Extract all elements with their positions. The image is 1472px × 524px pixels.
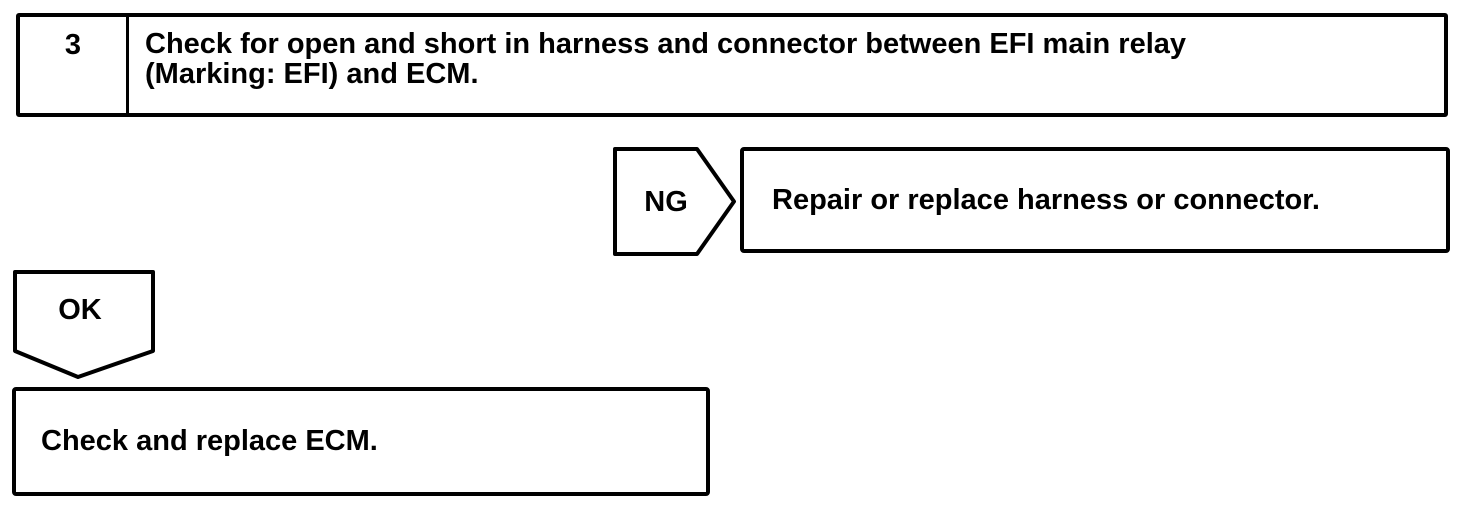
ok-connector-arrow: OK [13, 270, 155, 379]
ok-label: OK [58, 294, 102, 326]
ng-pentagon-shape [613, 147, 736, 256]
ok-pentagon-shape [13, 270, 155, 379]
step-instruction: Check for open and short in harness and … [129, 17, 1444, 113]
step-box: 3 Check for open and short in harness an… [16, 13, 1448, 117]
step-instruction-line2: (Marking: EFI) and ECM. [145, 58, 479, 90]
ng-label: NG [644, 186, 688, 218]
ng-action-text: Repair or replace harness or connector. [772, 183, 1320, 216]
ng-action-box: Repair or replace harness or connector. [740, 147, 1450, 253]
ok-action-box: Check and replace ECM. [12, 387, 710, 496]
step-instruction-line1: Check for open and short in harness and … [145, 28, 1187, 60]
ok-action-text: Check and replace ECM. [41, 425, 378, 457]
step-number: 3 [20, 17, 129, 113]
ng-connector-arrow: NG [613, 147, 736, 256]
